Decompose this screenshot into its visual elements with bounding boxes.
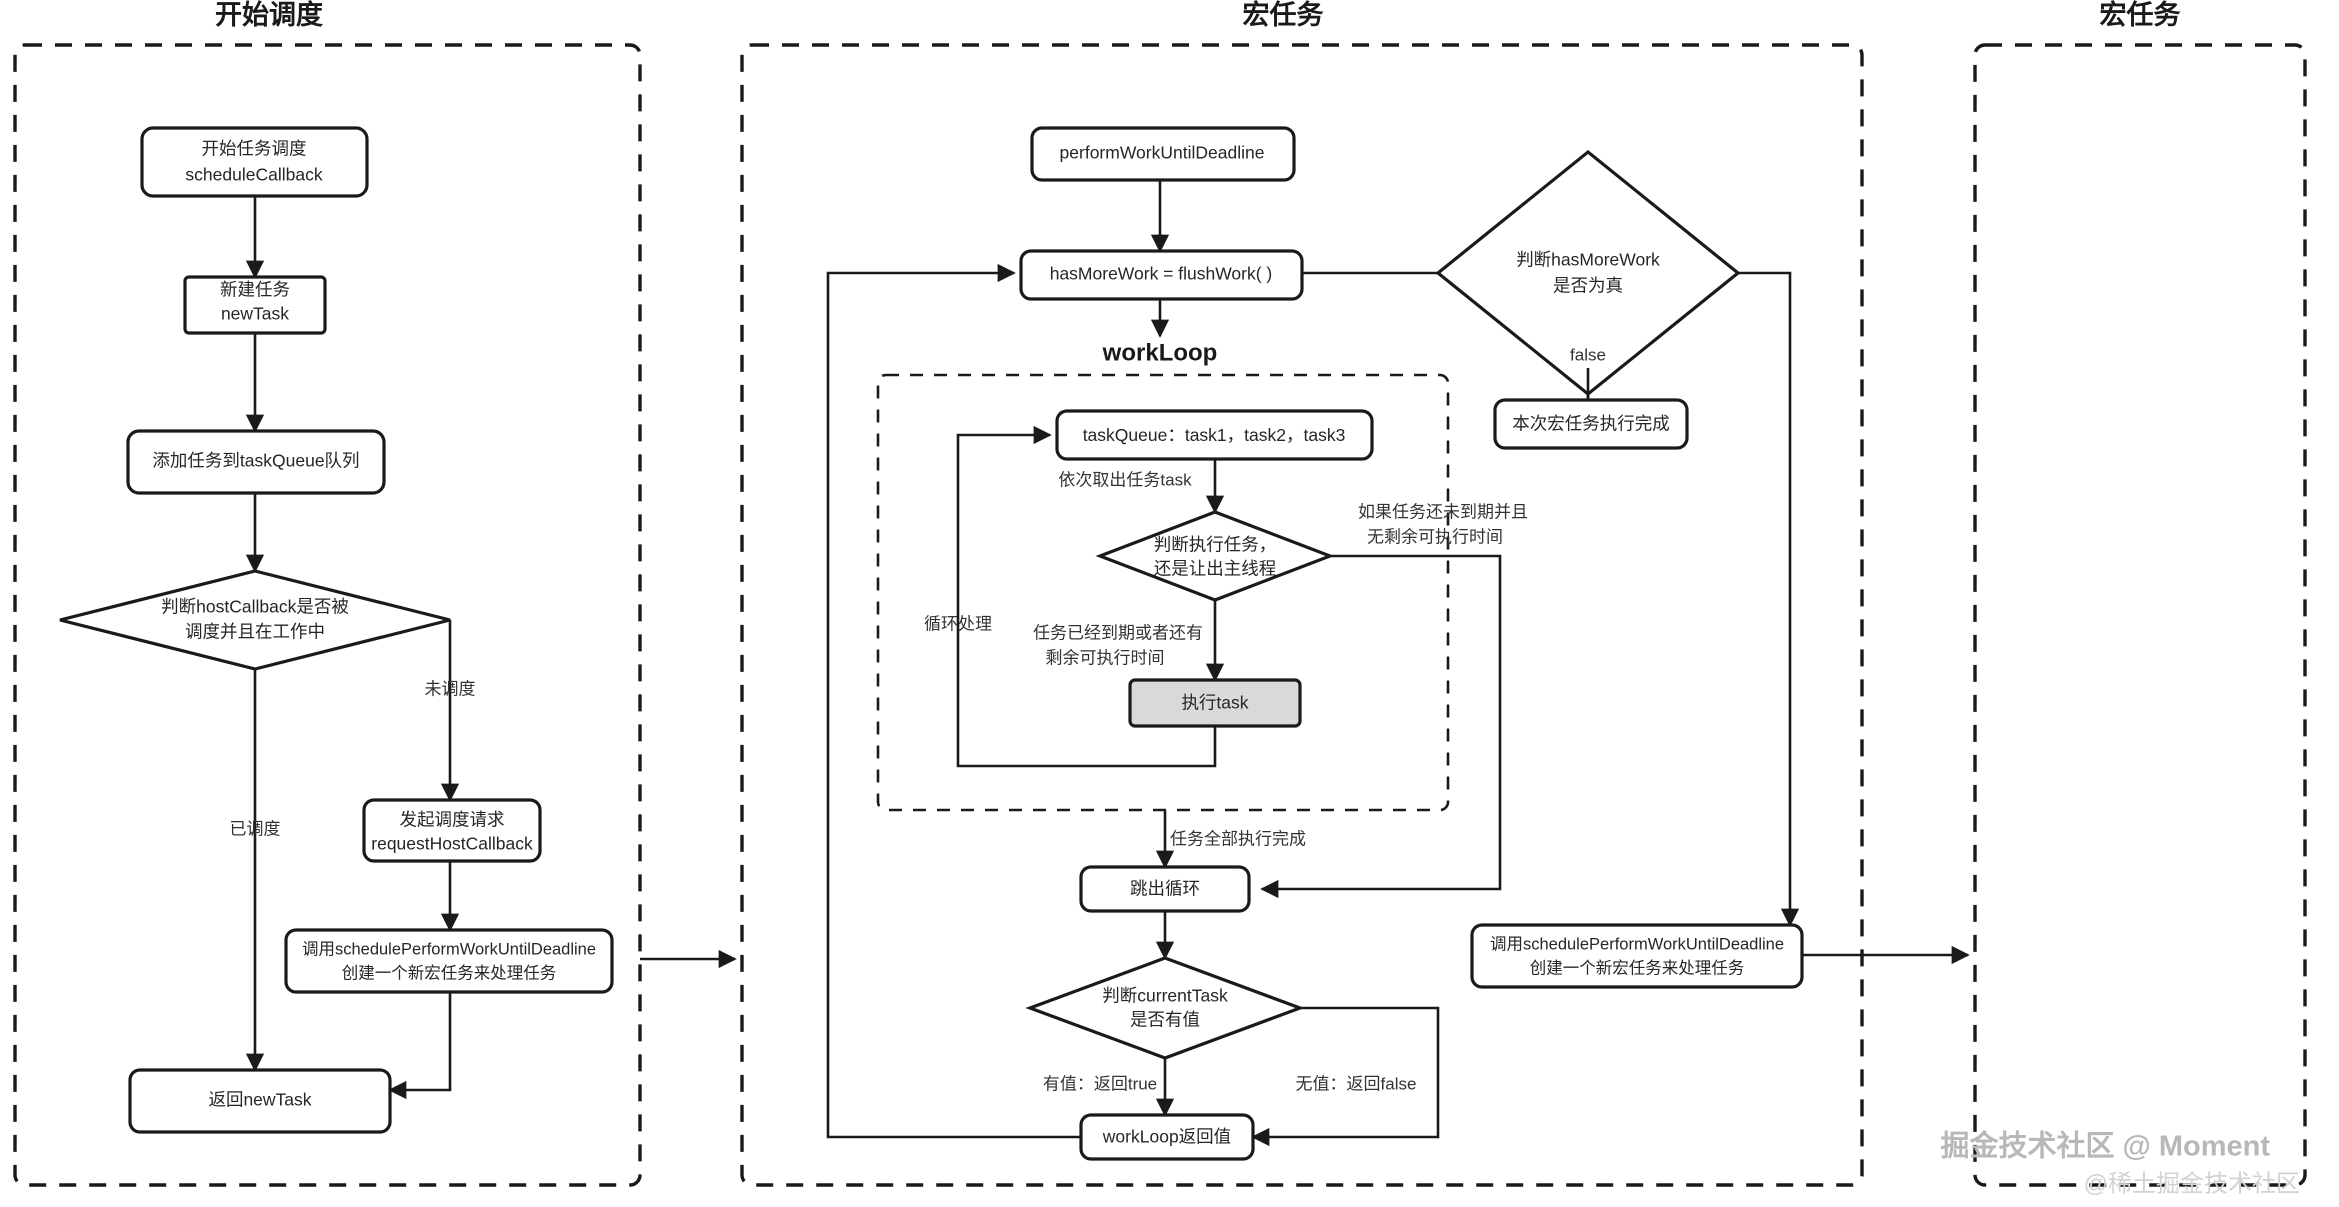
edge-label-false: false	[1570, 345, 1606, 364]
node-schedule-perform-left-line2: 创建一个新宏任务来处理任务	[342, 963, 557, 982]
node-request-host-callback-line1: 发起调度请求	[400, 810, 505, 830]
node-schedule-perform-right-line2: 创建一个新宏任务来处理任务	[1530, 958, 1745, 977]
node-exec-or-yield-decision-line2: 还是让出主线程	[1154, 559, 1277, 579]
lane-frame-start-schedule	[13, 43, 642, 1187]
node-host-callback-decision-line1: 判断hostCallback是否被	[161, 597, 349, 617]
edge-hasmorework-true-to-scheduleperform	[1738, 271, 1800, 927]
node-has-more-work-decision-line1: 判断hasMoreWork	[1516, 250, 1660, 270]
node-macrotask-done-label: 本次宏任务执行完成	[1512, 414, 1670, 434]
edge-scheduleperform-to-returnnewtask	[388, 992, 452, 1100]
node-macrotask-done[interactable]	[1493, 398, 1689, 450]
node-schedule-perform-left-line1: 调用schedulePerformWorkUntilDeadline	[302, 939, 596, 958]
node-perform-work-until-deadline[interactable]	[1030, 126, 1296, 182]
node-return-new-task-label: 返回newTask	[208, 1090, 311, 1110]
lane-title-macrotask-next: 宏任务	[2100, 0, 2181, 30]
node-host-callback-decision[interactable]	[59, 569, 451, 671]
node-host-callback-decision-line2: 调度并且在工作中	[185, 622, 325, 642]
group-frame-workloop	[876, 373, 1450, 812]
node-schedule-callback-line1: 开始任务调度	[202, 139, 307, 159]
edge-label-no-value-false: 无值：返回false	[1296, 1074, 1417, 1093]
edge-label-has-value-true: 有值：返回true	[1043, 1074, 1157, 1093]
node-current-task-decision-line1: 判断currentTask	[1102, 986, 1228, 1006]
node-perform-work-until-deadline-label: performWorkUntilDeadline	[1060, 143, 1265, 163]
node-new-task[interactable]	[183, 275, 327, 335]
node-add-to-queue-label: 添加任务到taskQueue队列	[152, 451, 359, 471]
node-current-task-decision[interactable]	[1025, 956, 1305, 1060]
node-has-more-work-decision-line2: 是否为真	[1553, 276, 1623, 296]
node-flush-work-label: hasMoreWork = flushWork( )	[1050, 264, 1273, 284]
lane-frame-macrotask-main	[740, 43, 1864, 1187]
edge-label-not-expired-1: 如果任务还未到期并且	[1358, 502, 1528, 521]
node-add-to-queue[interactable]	[126, 429, 386, 495]
edge-workloop-return-to-flushwork	[826, 263, 1081, 1139]
node-exec-or-yield-decision-line1: 判断执行任务，	[1154, 535, 1277, 555]
node-schedule-perform-right[interactable]	[1470, 923, 1804, 989]
node-current-task-decision-line2: 是否有值	[1130, 1010, 1200, 1030]
edge-currenttask-false-to-return	[1251, 1006, 1440, 1147]
node-request-host-callback[interactable]	[362, 798, 542, 863]
group-title-workloop: workLoop	[1102, 339, 1218, 366]
node-return-new-task[interactable]	[128, 1068, 392, 1134]
lane-frame-macrotask-next	[1973, 43, 2307, 1187]
edge-label-all-tasks-done: 任务全部执行完成	[1170, 829, 1306, 848]
node-new-task-line1: 新建任务	[220, 280, 290, 300]
node-task-queue-value: ：task1，task2，task3	[1167, 425, 1345, 445]
node-workloop-return-label: workLoop返回值	[1102, 1127, 1231, 1147]
watermark-main: 掘金技术社区 @ Moment	[1940, 1129, 2270, 1163]
node-schedule-perform-left[interactable]	[284, 928, 614, 994]
node-schedule-perform-right-line1: 调用schedulePerformWorkUntilDeadline	[1490, 934, 1784, 953]
node-task-queue-key: taskQueue	[1083, 425, 1168, 445]
lane-title-macrotask-main: 宏任务	[1243, 0, 1324, 30]
node-break-loop-label: 跳出循环	[1130, 879, 1200, 899]
edge-yield-to-breakloop	[1260, 554, 1502, 899]
lane-title-start-schedule: 开始调度	[215, 0, 323, 30]
node-schedule-callback-line2: scheduleCallback	[185, 165, 322, 185]
node-exec-task-label: 执行task	[1181, 693, 1248, 713]
node-flush-work[interactable]	[1019, 249, 1304, 301]
node-new-task-line2: newTask	[221, 304, 289, 324]
edge-label-task-expired-1: 任务已经到期或者还有	[1033, 623, 1203, 642]
edge-loop-back-to-taskqueue	[956, 425, 1217, 768]
node-exec-or-yield-decision[interactable]	[1095, 510, 1335, 602]
node-schedule-callback[interactable]	[140, 126, 369, 198]
node-request-host-callback-line2: requestHostCallback	[371, 834, 533, 854]
edge-label-already-scheduled: 已调度	[230, 819, 281, 838]
edge-label-loop-process: 循环处理	[924, 614, 992, 633]
edge-label-task-expired-2: 剩余可执行时间	[1046, 648, 1165, 667]
node-task-queue-label: taskQueue：task1，task2，task3	[1083, 425, 1346, 445]
edge-label-not-scheduled: 未调度	[425, 679, 476, 698]
edge-label-not-expired-2: 无剩余可执行时间	[1367, 527, 1503, 546]
edge-label-take-task: 依次取出任务task	[1058, 470, 1192, 489]
watermark-sub: @稀土掘金技术社区	[2084, 1170, 2300, 1197]
